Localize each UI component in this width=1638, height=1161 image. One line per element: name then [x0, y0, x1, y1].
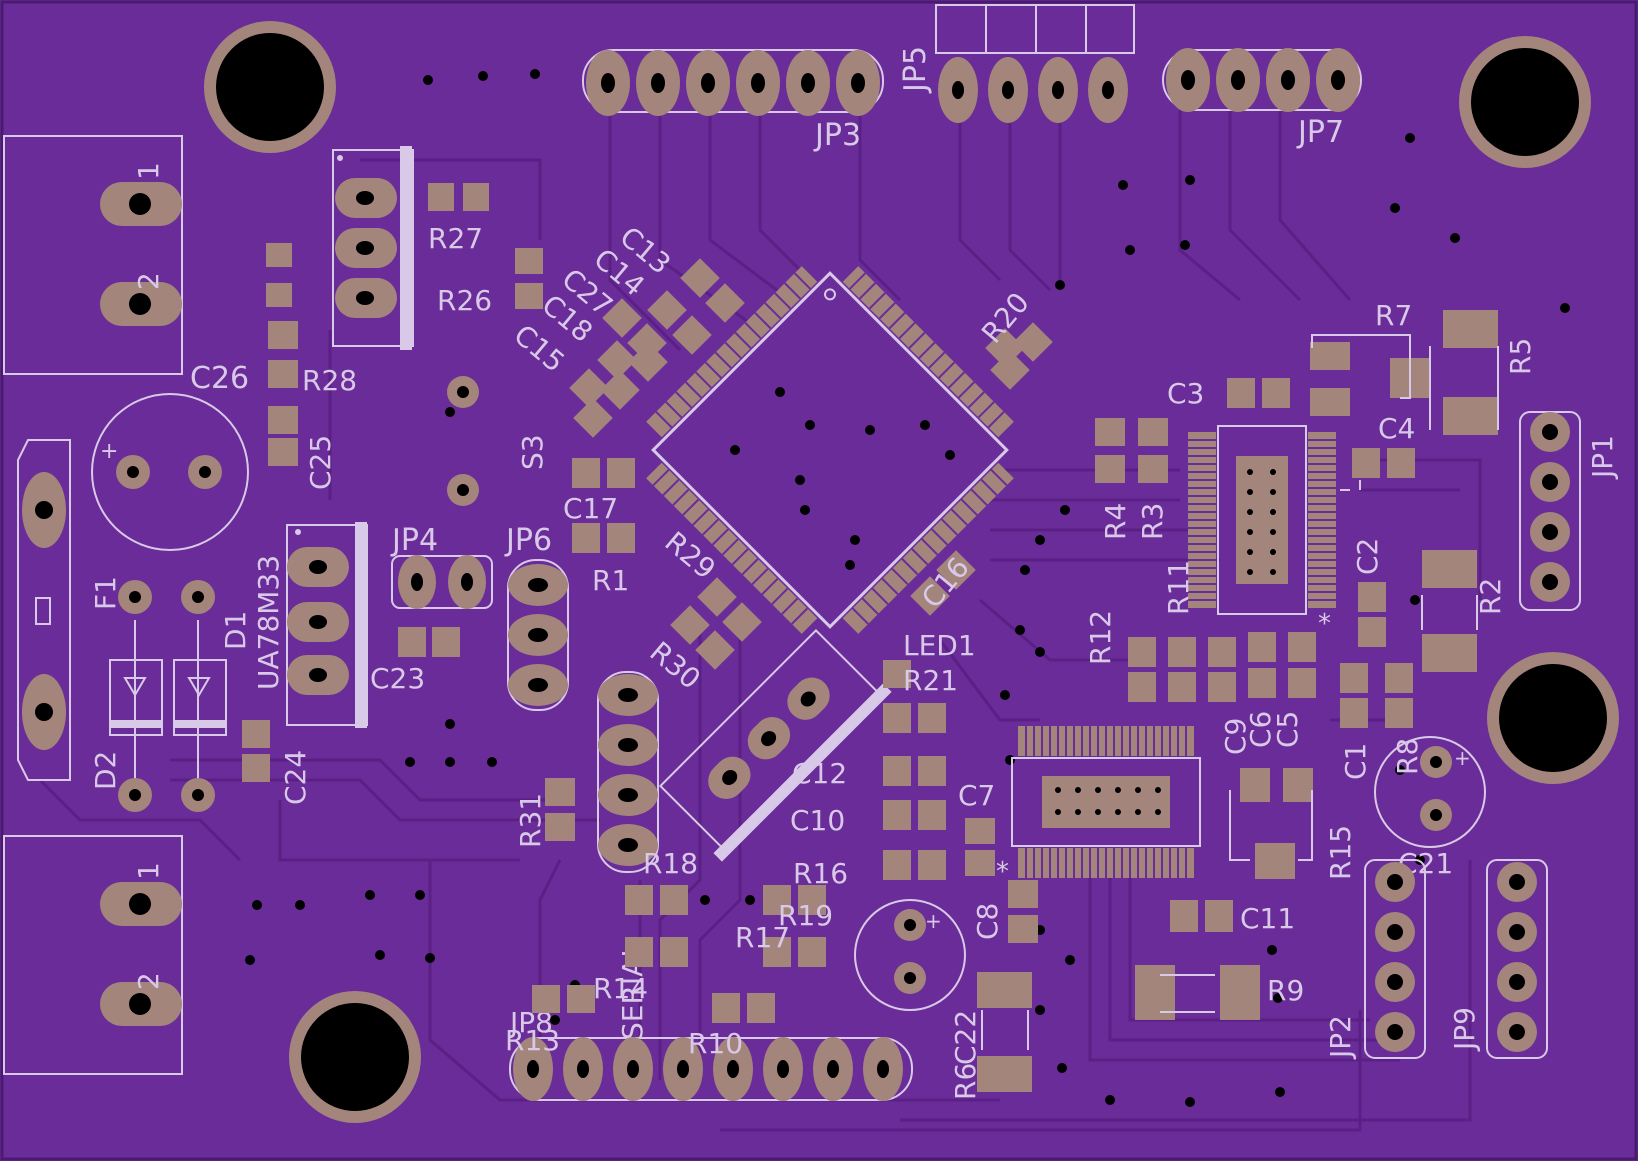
label-d1: D1 — [219, 611, 252, 650]
capacitor-c26: + C26 — [91, 361, 249, 551]
label-c26: C26 — [190, 361, 249, 396]
diode-d1-d2: D1 D2 — [89, 580, 252, 812]
label-c1: C1 — [1339, 743, 1372, 780]
regulator-ua78m33: UA78M33 — [252, 522, 368, 728]
label-jp9: JP9 — [1448, 1007, 1481, 1052]
connector-jp3: JP3 — [582, 49, 884, 153]
label-f1: F1 — [89, 576, 122, 610]
jumper-jp4: JP4 — [390, 523, 493, 609]
label-c23: C23 — [370, 662, 425, 695]
label-c11: C11 — [1240, 902, 1295, 935]
silkscreen-labels: R27 R26 R28 C25 C13 C14 C27 C18 C15 C17 … — [279, 220, 1537, 1100]
label-c9: C9 — [1219, 718, 1252, 755]
label-c5: C5 — [1271, 711, 1304, 748]
label-r31: R31 — [514, 793, 547, 848]
label-r4: R4 — [1099, 503, 1132, 540]
label-jp2: JP2 — [1324, 1015, 1357, 1060]
label-r12: R12 — [1084, 610, 1117, 665]
label-ssop-bottom-star: * — [996, 857, 1009, 887]
mounting-hole-top-right — [1459, 36, 1591, 168]
label-d2: D2 — [89, 751, 122, 790]
label-r21: R21 — [903, 664, 958, 697]
label-terminal-bottom-pin1: 1 — [132, 862, 165, 880]
label-led1: LED1 — [903, 629, 976, 662]
label-c10: C10 — [790, 804, 845, 837]
label-c7: C7 — [958, 779, 995, 812]
label-c22: C22 — [949, 1010, 982, 1065]
smd-pads — [242, 183, 1498, 1092]
label-r16: R16 — [793, 857, 848, 890]
label-r8: R8 — [1391, 738, 1424, 775]
label-r10: R10 — [688, 1027, 743, 1060]
label-jp3: JP3 — [813, 118, 861, 153]
connector-jp7: JP7 — [1162, 48, 1362, 150]
label-r5: R5 — [1504, 338, 1537, 375]
label-r3: R3 — [1136, 503, 1169, 540]
switch-s3: S3 — [447, 376, 549, 506]
label-jp6: JP6 — [504, 523, 552, 558]
capacitor-c21: + C21 — [1374, 736, 1486, 880]
label-c8: C8 — [971, 903, 1004, 940]
label-r27: R27 — [428, 222, 483, 255]
ic-ssop-bottom: * — [996, 726, 1201, 887]
mounting-hole-top-left — [204, 21, 336, 153]
label-r7: R7 — [1375, 299, 1412, 332]
label-r17: R17 — [735, 921, 790, 954]
label-ua78m33: UA78M33 — [252, 555, 285, 690]
label-c4: C4 — [1378, 412, 1415, 445]
terminal-block-top: 1 2 — [3, 135, 183, 375]
label-jp1: JP1 — [1586, 435, 1619, 480]
label-r18: R18 — [643, 847, 698, 880]
label-r1: R1 — [592, 564, 629, 597]
fuse-f1: F1 — [17, 439, 122, 781]
mcu-qfp — [646, 266, 1014, 634]
label-c25: C25 — [304, 435, 337, 490]
label-ssop-right-star: * — [1318, 609, 1331, 639]
label-c6: C6 — [1244, 711, 1277, 748]
label-terminal-top-pin2: 2 — [132, 272, 165, 290]
header-jp2: JP2 — [1324, 859, 1426, 1060]
label-r6: R6 — [949, 1063, 982, 1100]
header-jp1: JP1 — [1519, 411, 1619, 611]
terminal-block-bottom: 1 2 — [3, 835, 183, 1075]
crystal-diagonal — [658, 628, 892, 862]
label-jp5: JP5 — [898, 46, 933, 94]
label-terminal-top-pin1: 1 — [132, 162, 165, 180]
smd-pads-diagonal-upper — [569, 258, 1053, 670]
label-plus-bottom: + — [925, 909, 942, 933]
label-s3: S3 — [516, 434, 549, 470]
connector-jp5: JP5 — [898, 4, 1135, 123]
label-r14: R14 — [593, 972, 648, 1005]
label-r26: R26 — [437, 284, 492, 317]
ic-ssop-right: * — [1188, 425, 1336, 639]
label-c17: C17 — [563, 492, 618, 525]
label-jp4: JP4 — [390, 523, 438, 558]
label-r28: R28 — [302, 364, 357, 397]
label-c12: C12 — [792, 757, 847, 790]
header-jp9: JP9 — [1448, 859, 1548, 1059]
label-jp7: JP7 — [1296, 115, 1344, 150]
label-c24: C24 — [279, 750, 312, 805]
label-r9: R9 — [1267, 974, 1304, 1007]
label-r13: R13 — [505, 1024, 560, 1057]
transistor-top — [332, 146, 414, 350]
label-r11: R11 — [1162, 560, 1195, 615]
label-r15: R15 — [1324, 825, 1357, 880]
capacitor-radial-bottom: + — [854, 899, 966, 1011]
label-c26-plus: + — [100, 439, 118, 464]
label-c2: C2 — [1351, 538, 1384, 575]
label-c3: C3 — [1167, 377, 1204, 410]
label-r2: R2 — [1474, 578, 1507, 615]
header-jp8: JP8 — [508, 1006, 913, 1101]
label-c21-plus: + — [1454, 746, 1471, 770]
jumper-jp6: JP6 — [504, 523, 569, 711]
label-terminal-bottom-pin2: 2 — [132, 972, 165, 990]
label-r19: R19 — [778, 899, 833, 932]
mounting-hole-bottom-left — [289, 991, 421, 1123]
mounting-hole-mid-right — [1487, 652, 1619, 784]
mounting-holes — [204, 21, 1619, 1123]
silk-outlines — [981, 334, 1499, 1050]
